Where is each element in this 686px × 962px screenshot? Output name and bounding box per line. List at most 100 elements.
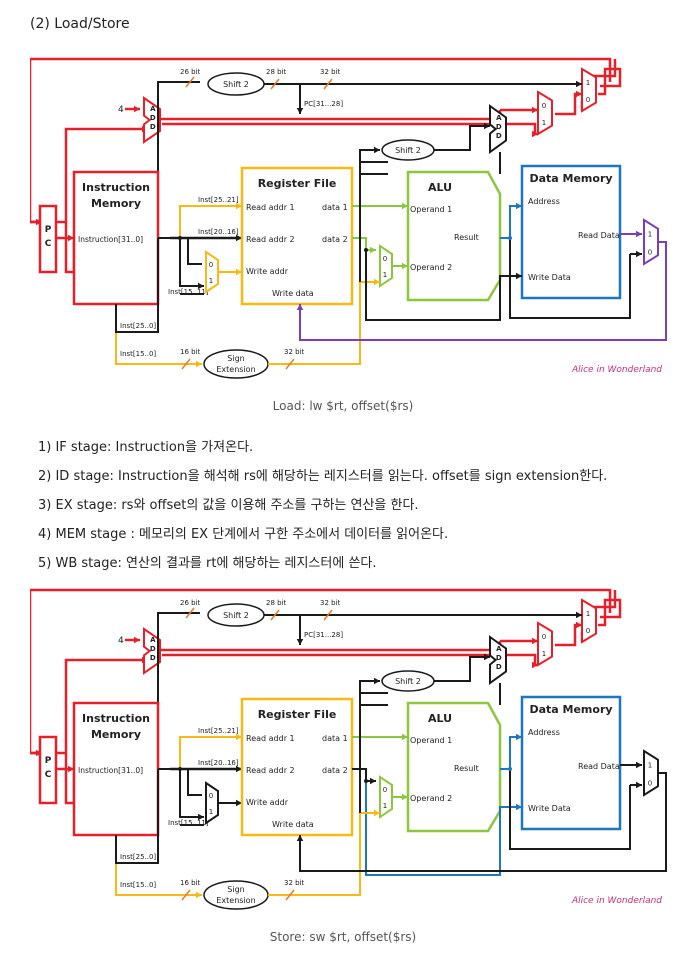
wire-arrow [374, 278, 380, 286]
wire-arrow [374, 677, 380, 685]
junction-dot [508, 236, 512, 240]
regdst-mux [205, 781, 219, 825]
data-memory-box [520, 164, 622, 300]
pc-label: C [45, 770, 52, 780]
bus-width-label: 32 bit [320, 68, 341, 76]
store-data-wire [365, 250, 522, 321]
wire-arrow [236, 733, 242, 741]
bus-width-tick [285, 889, 295, 901]
mux-input-label: 1 [209, 808, 213, 816]
alu-result-wire [500, 736, 522, 770]
imm-to-shift-wire [359, 149, 380, 174]
bus-width-label: 16 bit [180, 879, 201, 887]
stage-item: 3) EX stage: rs와 offset의 값을 이용해 주소를 구하는 … [38, 498, 419, 513]
write-addr-label: Write addr [246, 798, 289, 807]
wire-arrow [236, 234, 242, 242]
wire-arrow [516, 733, 522, 741]
shift2-label: Shift 2 [395, 677, 421, 686]
wire-arrow [236, 202, 242, 210]
mux-input-label: 1 [383, 802, 387, 810]
wire-arrow [516, 272, 522, 280]
pc-plus4-wire [155, 641, 502, 652]
adder-label: D [150, 123, 156, 131]
adder-label: D [496, 663, 502, 671]
adder-label: D [150, 114, 156, 122]
bus-width-tick [181, 889, 191, 901]
wire-arrow [296, 835, 304, 841]
field-label-imm: Inst[15..0] [120, 350, 156, 358]
rs-wire [179, 205, 242, 238]
jump-mux [581, 598, 597, 644]
branch-mux [537, 90, 553, 136]
wire-arrow [370, 246, 376, 254]
wire-arrow [516, 202, 522, 210]
alu-title: ALU [428, 712, 452, 725]
write-addr-label: Write addr [246, 267, 289, 276]
data1-label: data 1 [322, 734, 348, 743]
read-addr2-label: Read addr 2 [246, 766, 295, 775]
adder-label: A [496, 645, 502, 653]
instruction-memory-title: Instruction [82, 712, 150, 725]
wire-arrow [576, 621, 582, 629]
watermark-text: Alice in Wonderland [571, 365, 662, 375]
shift2-label: Shift 2 [395, 146, 421, 155]
wire-arrow [134, 636, 140, 644]
extended-imm-wire [268, 281, 380, 365]
wire-arrow [636, 230, 642, 238]
junction-dot [178, 767, 182, 771]
data2-label: data 2 [322, 766, 348, 775]
rt-to-mux-wire [179, 238, 204, 287]
instruction-port-label: Instruction[31..0] [78, 235, 143, 244]
data-memory-title: Data Memory [529, 703, 612, 716]
data-memory-box [520, 695, 622, 831]
wire-arrow [236, 799, 242, 807]
alu-title: ALU [428, 181, 452, 194]
adder-label: D [496, 132, 502, 140]
bus-width-tick [270, 609, 280, 621]
wire-arrow [636, 250, 642, 258]
result-label: Result [454, 233, 479, 242]
mux-input-label: 0 [209, 261, 213, 269]
sign-extension-label: Extension [216, 365, 255, 374]
wire-arrow [68, 234, 74, 242]
mux-input-label: 0 [586, 96, 590, 104]
branch-mux [537, 621, 553, 667]
adder [143, 96, 161, 144]
wire-arrow [296, 304, 304, 310]
imm-to-shift-wire [359, 680, 380, 705]
wire-arrow [484, 653, 490, 661]
writeback-wire [299, 772, 667, 872]
mux-to-mux-wire [555, 92, 582, 116]
mem-write-data-label: Write Data [528, 804, 571, 813]
wire-arrow [532, 106, 538, 114]
wire-arrow [532, 661, 538, 669]
mux-input-label: 1 [542, 650, 546, 658]
wire [187, 769, 202, 796]
shift-to-adder-wire [434, 125, 490, 151]
shift2-label: Shift 2 [223, 80, 249, 89]
mux-input-label: 0 [383, 255, 387, 263]
register-file-box [240, 166, 354, 306]
field-label-target: Inst[25..0] [120, 322, 156, 330]
wire-arrow [296, 108, 304, 114]
wire-arrow [576, 90, 582, 98]
mux-input-label: 0 [383, 786, 387, 794]
constant-four-label: 4 [118, 636, 124, 646]
mux-input-label: 0 [648, 779, 652, 787]
mux-input-label: 1 [209, 277, 213, 285]
bus-width-tick [270, 78, 280, 90]
bus-width-tick [285, 358, 295, 370]
bus-width-tick [181, 358, 191, 370]
jump-mux [581, 67, 597, 113]
jump-field-wire [115, 238, 159, 333]
wire-arrow [636, 781, 642, 789]
wire-arrow [636, 761, 642, 769]
store-caption: Store: sw $rt, offset($rs) [269, 930, 417, 944]
bus-width-label: 26 bit [180, 68, 201, 76]
store-data-wire [365, 781, 522, 876]
alu-to-mux-wire [509, 238, 631, 319]
adder [143, 627, 161, 675]
bus-width-label: 32 bit [284, 348, 305, 356]
